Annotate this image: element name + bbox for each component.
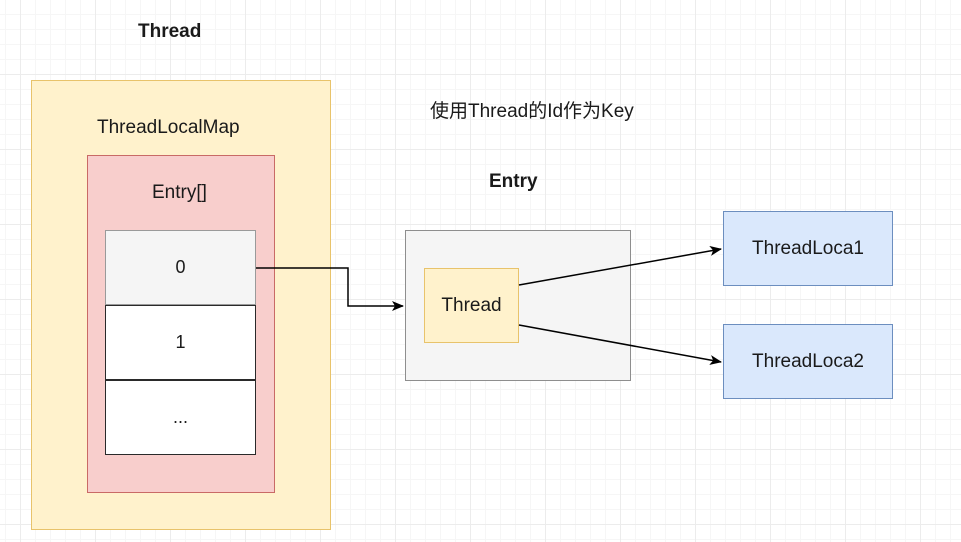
threadlocal-1-box[interactable]: ThreadLoca1 xyxy=(723,211,893,286)
thread-to-threadlocal2-arrow xyxy=(518,324,722,365)
thread-to-threadlocal1-arrow xyxy=(518,246,722,286)
entry-array-cell-0[interactable]: 0 xyxy=(105,230,256,305)
cell0-to-entry-connector xyxy=(256,267,404,311)
entry-array-label: Entry[] xyxy=(152,182,207,203)
key-note: 使用Thread的Id作为Key xyxy=(430,101,634,122)
threadlocalmap-label: ThreadLocalMap xyxy=(97,117,240,138)
entry-title: Entry xyxy=(489,171,538,192)
thread-title: Thread xyxy=(138,21,202,42)
threadlocal-2-box[interactable]: ThreadLoca2 xyxy=(723,324,893,399)
entry-key-thread[interactable]: Thread xyxy=(424,268,519,343)
entry-array-cell-ellipsis[interactable]: ... xyxy=(105,380,256,455)
entry-array-cell-1[interactable]: 1 xyxy=(105,305,256,380)
